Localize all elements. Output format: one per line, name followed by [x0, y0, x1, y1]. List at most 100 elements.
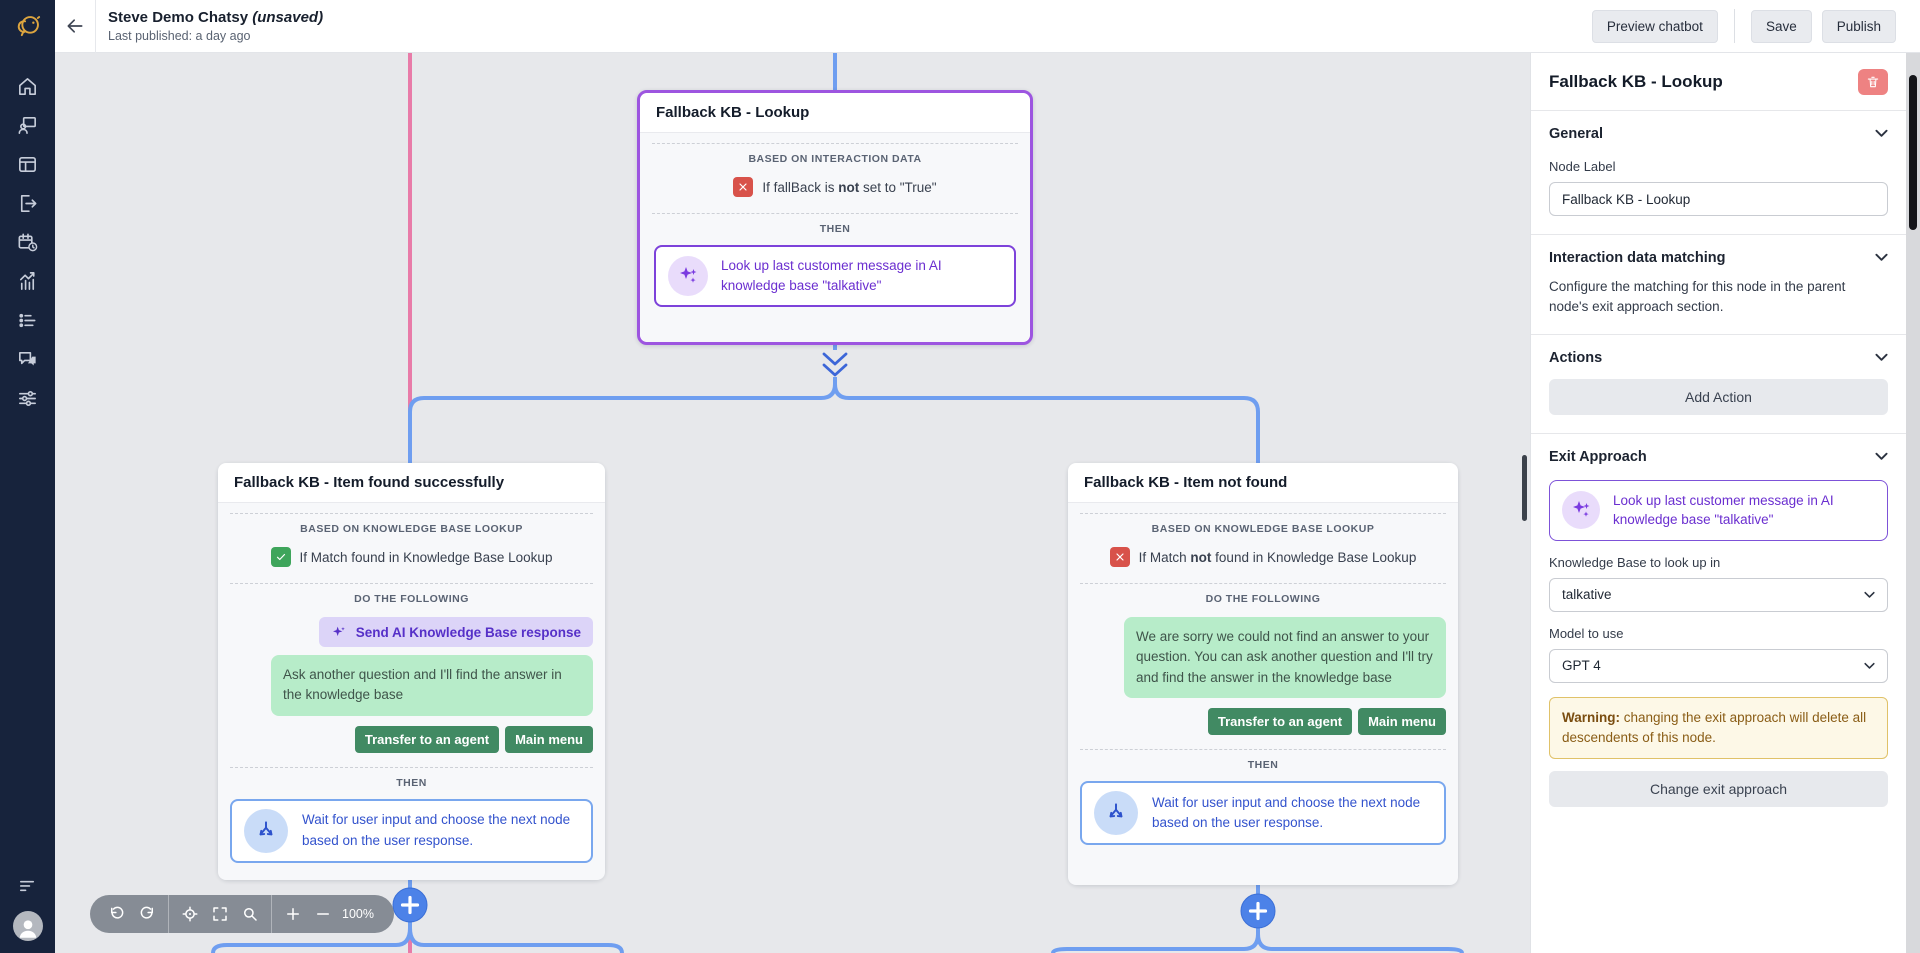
chevron-down-icon — [1875, 448, 1888, 466]
dashed-divider — [230, 766, 593, 768]
main-menu-button[interactable]: Main menu — [505, 725, 593, 753]
chevron-down-icon — [1864, 587, 1875, 602]
zoom-level: 100% — [342, 907, 374, 921]
delete-node-button[interactable] — [1858, 69, 1888, 95]
preview-chatbot-button[interactable]: Preview chatbot — [1591, 9, 1718, 43]
chevron-down-icon — [1875, 249, 1888, 267]
zoom-out-icon[interactable] — [310, 901, 336, 927]
dashed-divider — [1080, 513, 1446, 514]
section-exit-approach[interactable]: Exit Approach — [1549, 434, 1888, 478]
sidebar-footer — [0, 874, 55, 953]
header-divider — [95, 0, 96, 53]
fit-view-icon[interactable] — [207, 901, 233, 927]
transfer-agent-button[interactable]: Transfer to an agent — [354, 725, 500, 753]
flow-edges — [211, 53, 1464, 953]
unsaved-badge: (unsaved) — [252, 9, 324, 26]
sidebar-nav — [0, 53, 55, 410]
node-fallback-kb-item-not-found[interactable]: Fallback KB - Item not found BASED ON KN… — [1068, 463, 1458, 885]
chevron-down-icon — [1875, 125, 1888, 143]
exit-approach-card[interactable]: Look up last customer message in AI know… — [1549, 479, 1888, 541]
transfer-agent-button[interactable]: Transfer to an agent — [1207, 707, 1353, 735]
save-button[interactable]: Save — [1750, 9, 1812, 43]
flow-canvas[interactable]: Fallback KB - Lookup BASED ON INTERACTIO… — [55, 53, 1530, 953]
condition-row: If fallBack is not set to "True" — [640, 177, 1030, 197]
node-fallback-kb-lookup[interactable]: Fallback KB - Lookup BASED ON INTERACTIO… — [637, 90, 1033, 345]
analytics-icon[interactable] — [16, 270, 39, 293]
canvas-scrollbar-thumb[interactable] — [1522, 455, 1527, 521]
exit-icon[interactable] — [16, 192, 39, 215]
branch-icon — [244, 808, 288, 853]
kb-select[interactable]: talkative — [1549, 577, 1888, 612]
publish-button[interactable]: Publish — [1821, 9, 1896, 43]
node-label-input[interactable] — [1549, 182, 1888, 216]
page-title: Steve Demo Chatsy (unsaved) — [108, 9, 324, 26]
undo-icon[interactable] — [104, 901, 130, 927]
add-node-button-left[interactable] — [392, 887, 428, 923]
node-fallback-kb-item-found[interactable]: Fallback KB - Item found successfully BA… — [218, 463, 605, 880]
search-icon[interactable] — [237, 901, 263, 927]
condition-row: If Match found in Knowledge Base Lookup — [218, 547, 605, 567]
model-select[interactable]: GPT 4 — [1549, 648, 1888, 683]
wait-user-input-card[interactable]: Wait for user input and choose the next … — [1080, 780, 1446, 845]
panel-divider — [1531, 110, 1906, 111]
wait-user-input-card[interactable]: Wait for user input and choose the next … — [230, 798, 593, 863]
then-label: THEN — [819, 223, 851, 235]
sparkle-icon — [332, 626, 345, 636]
toolbar-divider — [271, 895, 272, 933]
wait-text: Wait for user input and choose the next … — [302, 812, 571, 848]
pages-icon[interactable] — [16, 153, 39, 176]
exit-approach-card[interactable]: Look up last customer message in AI know… — [654, 245, 1016, 307]
trash-icon — [1867, 76, 1879, 88]
x-icon — [733, 177, 754, 197]
panel-header: Fallback KB - Lookup — [1549, 69, 1888, 95]
section-general[interactable]: General — [1549, 111, 1888, 155]
dashed-divider — [652, 143, 1018, 144]
target-icon[interactable] — [177, 901, 203, 927]
agents-icon[interactable] — [16, 114, 39, 137]
panel-divider — [1531, 234, 1906, 235]
sidebar — [0, 0, 55, 953]
quick-reply-buttons: Transfer to an agent Main menu — [1207, 707, 1446, 735]
section-actions[interactable]: Actions — [1549, 335, 1888, 379]
menu-lines-icon[interactable] — [16, 874, 39, 897]
kb-selected-value: talkative — [1562, 587, 1612, 603]
interaction-description: Configure the matching for this node in … — [1549, 279, 1846, 315]
person-icon — [19, 920, 36, 938]
panel-title: Fallback KB - Lookup — [1549, 72, 1723, 91]
zoom-in-icon[interactable] — [280, 901, 306, 927]
node-label-label: Node Label — [1549, 159, 1616, 174]
section-label: BASED ON INTERACTION DATA — [748, 153, 922, 165]
page-scrollbar-thumb[interactable] — [1909, 75, 1917, 230]
ai-sparkles-icon — [1562, 491, 1600, 530]
panel-divider — [1531, 432, 1906, 434]
chats-icon[interactable] — [16, 348, 39, 371]
bot-message-bubble: Ask another question and I'll find the a… — [271, 655, 593, 716]
page-scrollbar-track[interactable] — [1906, 53, 1920, 953]
ai-response-pill[interactable]: Send AI Knowledge Base response — [318, 617, 593, 647]
quick-reply-buttons: Transfer to an agent Main menu — [354, 725, 593, 753]
main-menu-button[interactable]: Main menu — [1358, 707, 1446, 735]
user-avatar[interactable] — [12, 911, 43, 941]
dashed-divider — [230, 583, 593, 584]
node-title: Fallback KB - Item not found — [1068, 463, 1458, 503]
add-action-button[interactable]: Add Action — [1549, 378, 1888, 415]
brand-logo — [0, 0, 55, 53]
home-icon[interactable] — [16, 75, 39, 98]
back-button[interactable] — [55, 0, 95, 53]
dashed-divider — [652, 213, 1018, 214]
list-icon[interactable] — [16, 309, 39, 332]
redo-icon[interactable] — [134, 901, 160, 927]
canvas-toolbar: 100% — [90, 895, 394, 933]
chevron-down-icon — [1864, 658, 1875, 673]
settings-sliders-icon[interactable] — [16, 387, 39, 410]
last-published-text: Last published: a day ago — [108, 29, 251, 43]
change-exit-approach-button[interactable]: Change exit approach — [1549, 771, 1888, 808]
exit-approach-text: Look up last customer message in AI know… — [721, 258, 942, 293]
section-interaction-data-matching[interactable]: Interaction data matching — [1549, 235, 1888, 279]
arrow-left-icon — [67, 19, 83, 33]
history-group — [96, 901, 168, 927]
add-node-button-right[interactable] — [1240, 893, 1276, 929]
condition-row: If Match not found in Knowledge Base Loo… — [1068, 547, 1458, 567]
schedule-icon[interactable] — [16, 231, 39, 254]
